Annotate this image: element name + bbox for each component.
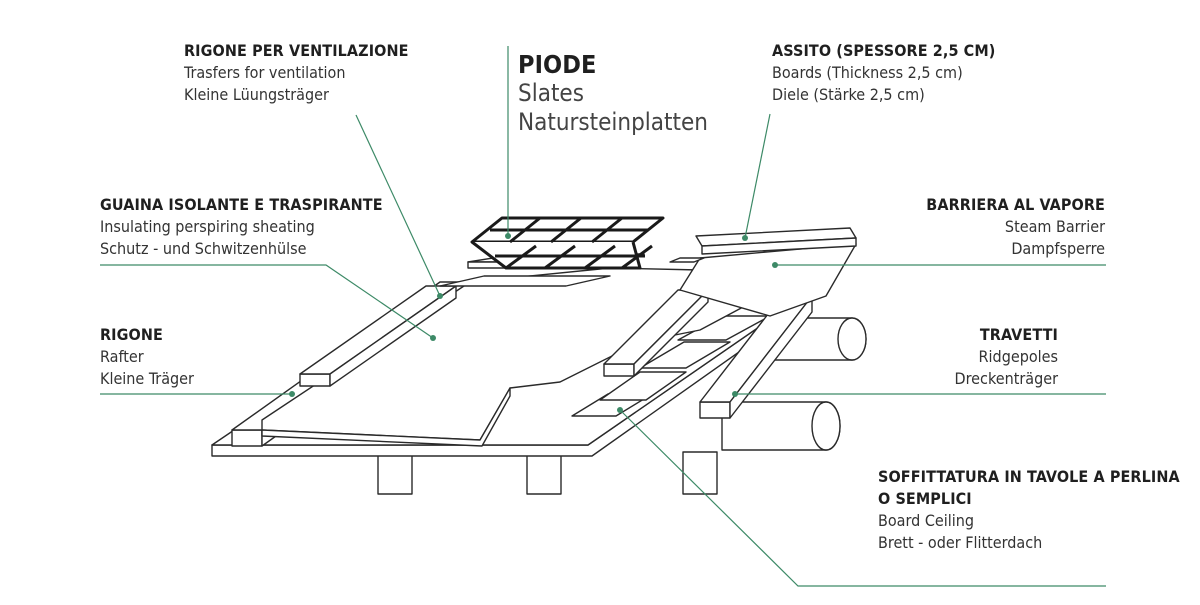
label-english: Steam Barrier bbox=[1004, 217, 1105, 236]
label-rigone: RIGONE Rafter Kleine Träger bbox=[100, 324, 194, 390]
leader-lines bbox=[100, 46, 1106, 587]
boards-assito bbox=[695, 227, 857, 255]
ceiling-boards bbox=[571, 315, 771, 417]
label-german: Natursteinplatten bbox=[518, 108, 708, 136]
label-barriera: BARRIERA AL VAPORE Steam Barrier Dampfsp… bbox=[926, 194, 1105, 260]
label-title: PIODE bbox=[518, 50, 597, 79]
label-title-line-2: O SEMPLICI bbox=[878, 489, 972, 508]
leader-rigone-vent bbox=[355, 114, 441, 297]
leader-dots bbox=[289, 233, 778, 413]
ventilation-battens bbox=[299, 285, 709, 387]
slates-piode bbox=[470, 216, 665, 270]
label-german: Schutz - und Schwitzenhülse bbox=[100, 239, 307, 258]
label-german: Dreckenträger bbox=[954, 369, 1058, 388]
label-assito: ASSITO (SPESSORE 2,5 CM) Boards (Thickne… bbox=[772, 40, 995, 106]
label-title: RIGONE PER VENTILAZIONE bbox=[184, 41, 409, 60]
label-english: Rafter bbox=[100, 347, 144, 366]
leader-soffittatura bbox=[619, 409, 1106, 587]
label-title-line-1: SOFFITTATURA IN TAVOLE A PERLINA bbox=[878, 467, 1180, 486]
support-beams bbox=[377, 451, 718, 495]
label-english: Ridgepoles bbox=[978, 347, 1058, 366]
leader-assito bbox=[744, 113, 771, 239]
label-travetti: TRAVETTI Ridgepoles Dreckenträger bbox=[955, 324, 1058, 390]
label-german: Dampfsperre bbox=[1011, 239, 1105, 258]
label-german: Kleine Lüungsträger bbox=[184, 85, 329, 104]
label-german: Kleine Träger bbox=[100, 369, 194, 388]
label-german: Brett - oder Flitterdach bbox=[878, 533, 1043, 552]
label-english: Slates bbox=[518, 79, 584, 107]
label-english: Trasfers for ventilation bbox=[184, 63, 346, 82]
leader-guaina bbox=[100, 264, 434, 339]
label-guaina: GUAINA ISOLANTE E TRASPIRANTE Insulating… bbox=[100, 194, 383, 260]
label-title: TRAVETTI bbox=[979, 325, 1058, 344]
label-soffittatura: SOFFITTATURA IN TAVOLE A PERLINA O SEMPL… bbox=[878, 466, 1180, 554]
label-german: Diele (Stärke 2,5 cm) bbox=[772, 85, 925, 104]
label-english: Board Ceiling bbox=[878, 511, 975, 530]
label-english: Insulating perspiring sheating bbox=[100, 217, 315, 236]
label-title: BARRIERA AL VAPORE bbox=[926, 195, 1105, 214]
label-rigone-ventilazione: RIGONE PER VENTILAZIONE Trasfers for ven… bbox=[184, 40, 409, 106]
label-title: RIGONE bbox=[100, 325, 163, 344]
label-title: GUAINA ISOLANTE E TRASPIRANTE bbox=[100, 195, 383, 214]
label-english: Boards (Thickness 2,5 cm) bbox=[772, 63, 963, 82]
label-piode: PIODE Slates Natursteinplatten bbox=[518, 50, 708, 137]
label-title: ASSITO (SPESSORE 2,5 CM) bbox=[772, 41, 996, 60]
